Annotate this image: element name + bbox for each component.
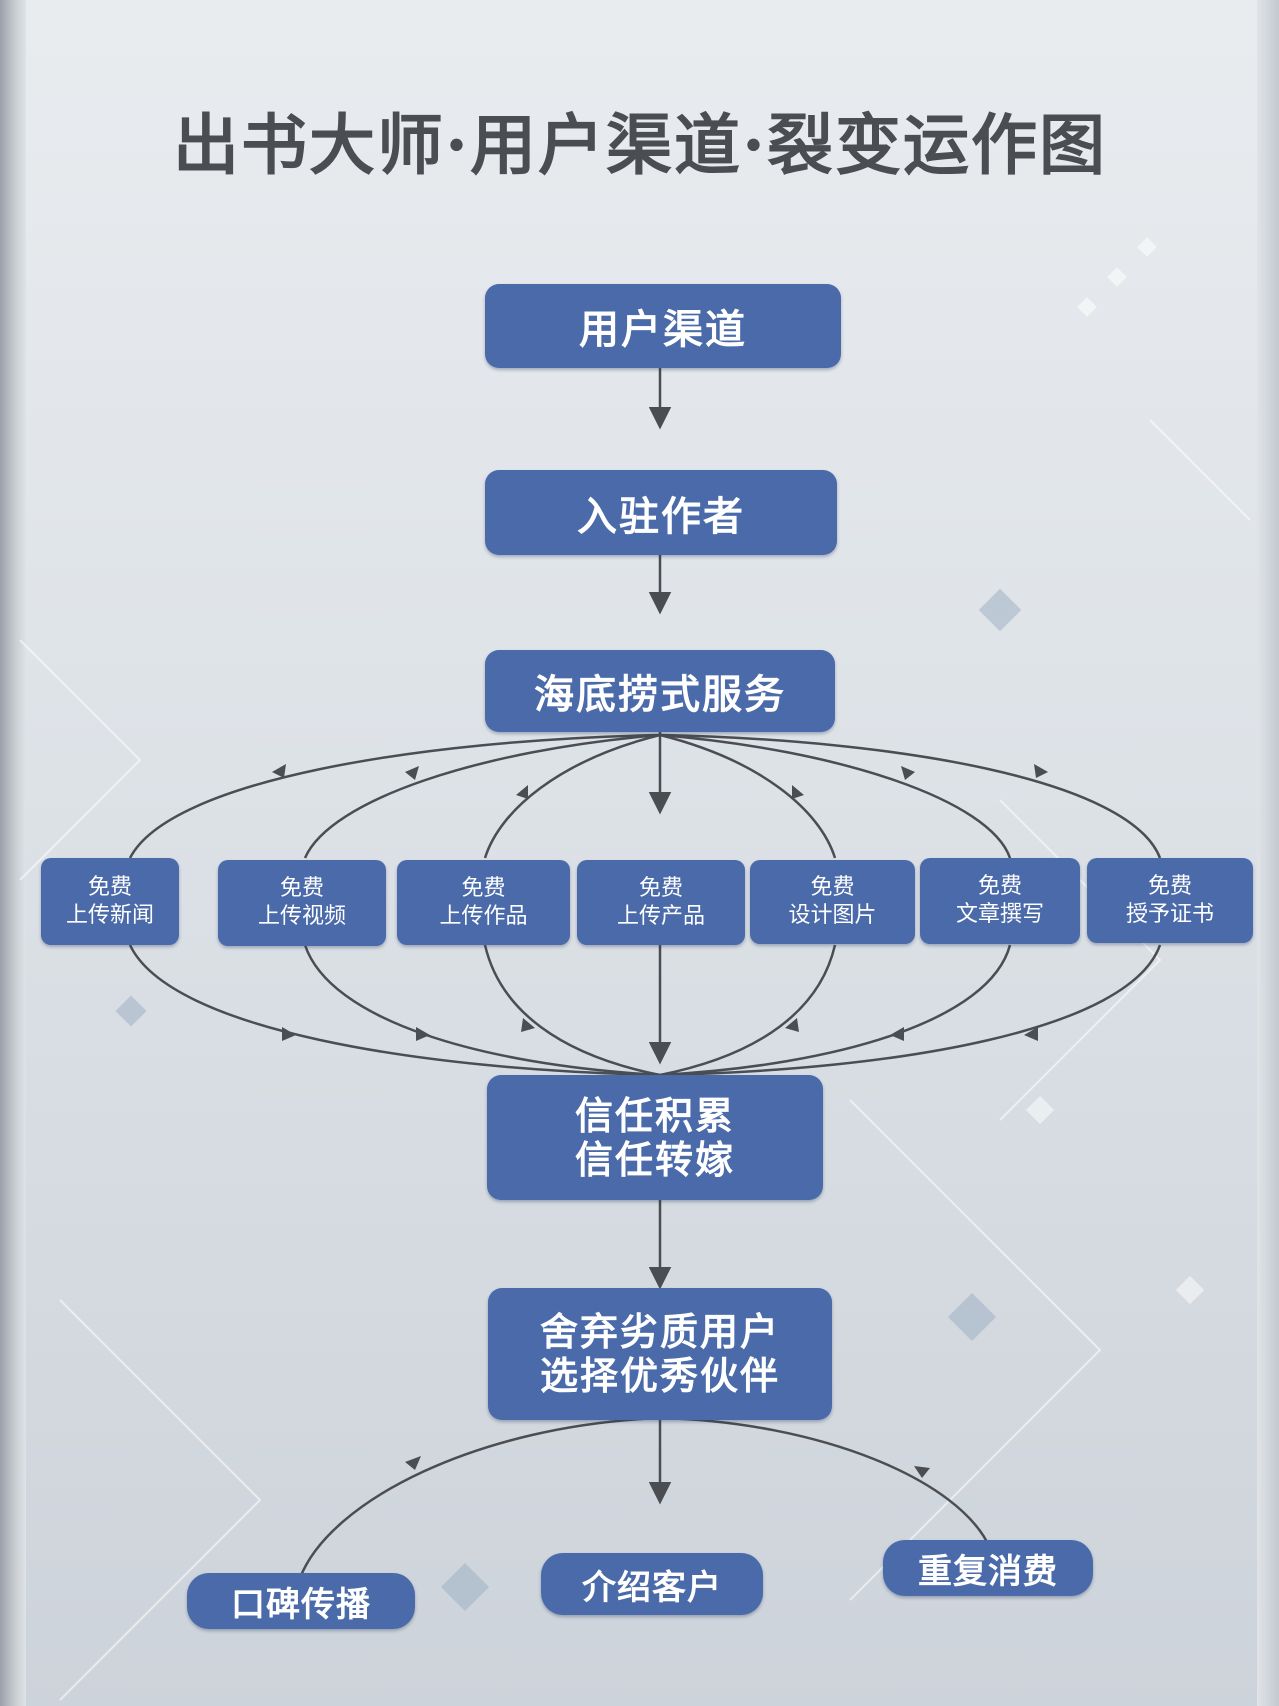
arc-down-7 xyxy=(659,944,1162,1077)
arrowhead-up-2 xyxy=(405,766,419,780)
select-line-2: 选择优秀伙伴 xyxy=(539,1354,780,1398)
service-box-upload-products: 免费 上传产品 xyxy=(577,860,745,945)
node-author-join: 入驻作者 xyxy=(485,470,837,555)
arc-up-3 xyxy=(483,733,661,859)
arrowhead-up-6 xyxy=(901,766,915,780)
arc-down-6 xyxy=(659,944,1012,1077)
trust-line-1: 信任积累 xyxy=(574,1093,735,1138)
select-line-1: 舍弃劣质用户 xyxy=(539,1310,780,1354)
arrowhead-down-3 xyxy=(521,1018,535,1032)
service-label-top: 免费 xyxy=(810,875,855,900)
service-label-top: 免费 xyxy=(1147,873,1192,899)
service-label-top: 免费 xyxy=(87,874,132,900)
service-label-bottom: 上传新闻 xyxy=(65,902,154,928)
service-label-bottom: 上传视频 xyxy=(257,904,346,929)
arrowhead-down-5 xyxy=(785,1018,799,1032)
node-select-partners: 舍弃劣质用户 选择优秀伙伴 xyxy=(488,1288,832,1420)
service-box-grant-certificate: 免费 授予证书 xyxy=(1087,858,1253,943)
outcome-referral: 介绍客户 xyxy=(541,1553,763,1615)
arc-down-2 xyxy=(303,944,661,1077)
arc-up-2 xyxy=(303,733,661,859)
service-box-upload-video: 免费 上传视频 xyxy=(218,860,386,946)
arrowhead-word-of-mouth xyxy=(405,1456,421,1470)
arc-up-6 xyxy=(659,733,1012,859)
service-box-upload-news: 免费 上传新闻 xyxy=(41,858,179,945)
service-label-bottom: 文章撰写 xyxy=(955,902,1044,927)
arrowhead-up-3 xyxy=(516,785,528,799)
service-label-bottom: 授予证书 xyxy=(1125,901,1214,927)
service-label-top: 免费 xyxy=(461,875,506,901)
service-box-design-images: 免费 设计图片 xyxy=(750,860,915,944)
arrowhead-up-1 xyxy=(272,764,286,778)
node-premium-service: 海底捞式服务 xyxy=(485,650,835,732)
arc-to-word-of-mouth xyxy=(298,1416,661,1579)
service-label-top: 免费 xyxy=(977,874,1022,899)
arc-down-5 xyxy=(659,944,837,1077)
arc-up-5 xyxy=(659,733,837,859)
outcome-repeat-purchase: 重复消费 xyxy=(883,1540,1093,1596)
arrowhead-down-6 xyxy=(890,1027,904,1041)
right-frame-edge xyxy=(1257,0,1279,1706)
service-label-bottom: 设计图片 xyxy=(788,903,877,928)
node-trust: 信任积累 信任转嫁 xyxy=(487,1075,823,1200)
arc-up-1 xyxy=(128,733,661,859)
arrowhead-down-7 xyxy=(1024,1027,1038,1041)
arrowhead-repeat-purchase xyxy=(914,1466,930,1478)
outcome-word-of-mouth: 口碑传播 xyxy=(187,1573,415,1629)
service-box-upload-works: 免费 上传作品 xyxy=(397,860,570,945)
arc-down-1 xyxy=(128,944,661,1077)
service-label-bottom: 上传产品 xyxy=(616,903,705,929)
arc-to-repeat-purchase xyxy=(659,1416,992,1549)
node-user-channel: 用户渠道 xyxy=(485,284,841,368)
trust-line-2: 信任转嫁 xyxy=(574,1137,735,1182)
service-label-bottom: 上传作品 xyxy=(439,903,528,929)
service-box-article-writing: 免费 文章撰写 xyxy=(920,858,1080,944)
arrowhead-down-2 xyxy=(416,1027,430,1041)
left-frame-edge xyxy=(0,0,26,1706)
arrowhead-up-7 xyxy=(1034,764,1048,778)
arrowhead-down-1 xyxy=(282,1027,296,1041)
arc-down-3 xyxy=(483,944,661,1077)
page-title: 出书大师·用户渠道·裂变运作图 xyxy=(173,106,1107,184)
service-label-top: 免费 xyxy=(638,875,683,901)
arc-up-7 xyxy=(659,733,1162,859)
arrowhead-up-5 xyxy=(792,785,804,799)
service-label-top: 免费 xyxy=(279,876,324,901)
